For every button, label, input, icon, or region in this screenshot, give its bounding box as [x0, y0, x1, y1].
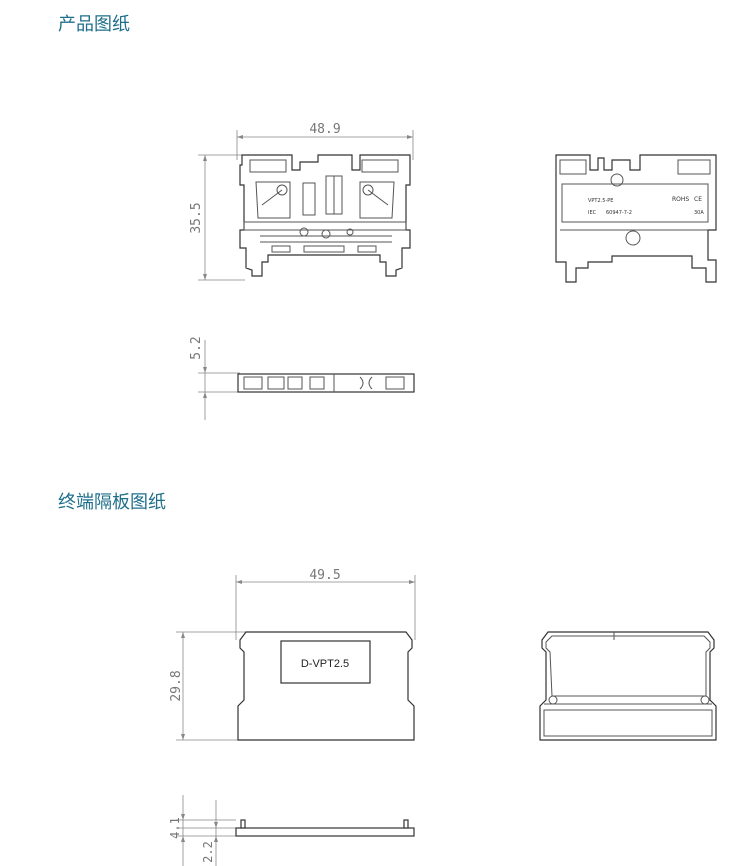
product-height-dim: 35.5	[189, 202, 204, 233]
end-plate-side-view	[539, 631, 717, 741]
side-label-standard: 60947-7-2	[606, 210, 632, 216]
end-plate-front-view: 49.5 29.8 D-VPT2.5	[169, 568, 416, 741]
product-front-view: 48.9 35.5	[189, 122, 414, 281]
side-label-model: VPT2.5-PE	[588, 198, 613, 204]
end-plate-height-dim: 29.8	[169, 670, 184, 701]
end-plate-thickness-dim-2: 2.2	[201, 841, 215, 863]
side-label-rohs: ROHS	[672, 196, 689, 203]
product-drawing-title: 产品图纸	[58, 14, 130, 35]
end-plate-edge-view: 4.1 2.2	[168, 795, 415, 866]
side-label-rating: 30A	[694, 210, 704, 216]
end-plate-thickness-dim-1: 4.1	[168, 817, 182, 839]
side-label-iec: IEC	[588, 210, 597, 216]
product-width-dim: 48.9	[309, 122, 340, 137]
end-plate-width-dim: 49.5	[309, 568, 340, 583]
side-label-ce: CE	[694, 196, 702, 203]
end-plate-label: D-VPT2.5	[301, 658, 349, 670]
product-thickness-dim: 5.2	[189, 336, 204, 359]
product-top-view: 5.2	[189, 336, 415, 420]
end-plate-drawing-title: 终端隔板图纸	[58, 492, 166, 513]
product-side-view: VPT2.5-PE ROHS CE IEC 60947-7-2 30A	[555, 154, 717, 283]
